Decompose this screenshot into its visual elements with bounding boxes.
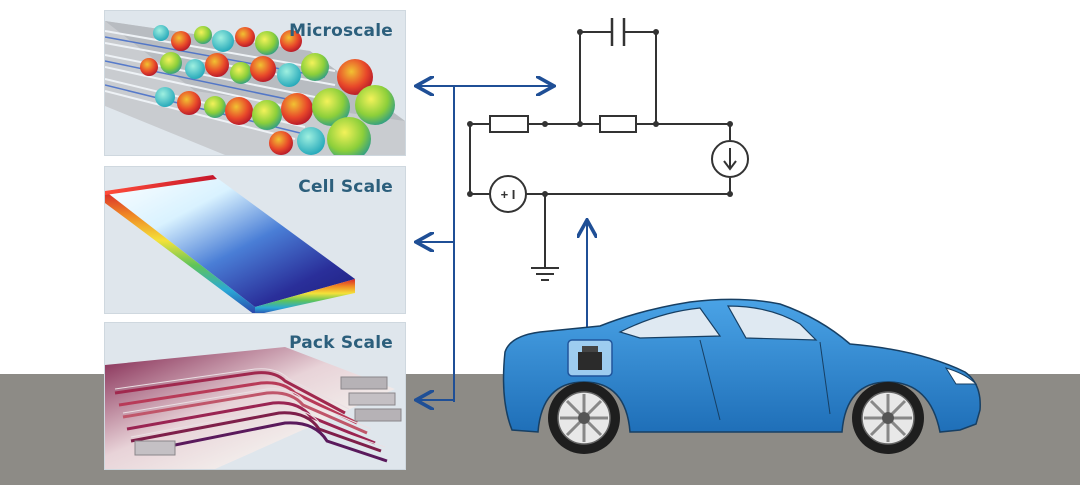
car-rear-window xyxy=(618,307,722,339)
front-wheel xyxy=(852,382,924,454)
resistor-r0-icon xyxy=(489,115,529,133)
capacitor-icon xyxy=(610,18,626,46)
pack-scale-panel: Pack Scale xyxy=(104,322,406,470)
car-illustration xyxy=(502,298,981,454)
cell-scale-panel: Cell Scale xyxy=(104,166,406,314)
cell-scale-image xyxy=(105,175,355,313)
pack-scale-image xyxy=(105,347,402,469)
cell-scale-label: Cell Scale xyxy=(298,177,393,197)
pack-scale-label: Pack Scale xyxy=(289,333,393,353)
voltage-source-icon: + I xyxy=(489,175,527,213)
circuit-nodes xyxy=(467,29,733,197)
resistor-r1-icon xyxy=(599,115,637,133)
current-source-icon xyxy=(711,140,749,178)
voltage-source-label: + I xyxy=(501,187,516,202)
microscale-panel: Microscale xyxy=(104,10,406,156)
microscale-image xyxy=(105,21,405,155)
rear-wheel xyxy=(548,382,620,454)
microscale-label: Microscale xyxy=(289,21,393,41)
car-headlight xyxy=(944,367,978,385)
equivalent-circuit: + I xyxy=(467,18,749,281)
ground-symbol-icon xyxy=(531,267,559,281)
battery-pack-icon xyxy=(567,339,613,377)
car-front-window xyxy=(726,305,818,341)
